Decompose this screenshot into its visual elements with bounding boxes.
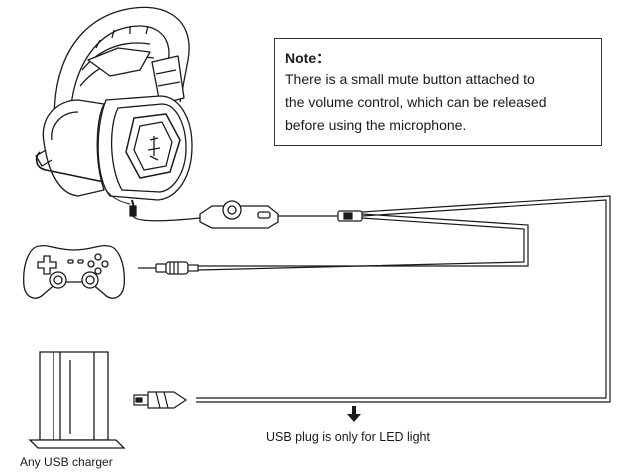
- cable: [132, 195, 611, 403]
- splitter-icon: [337, 210, 363, 222]
- charger-caption: Any USB charger: [20, 455, 113, 469]
- note-line: There is a small mute button attached to: [285, 71, 535, 87]
- audio-jack-plug-icon: [138, 261, 199, 275]
- game-console-icon: [28, 351, 126, 449]
- usb-plug-icon: [133, 391, 188, 409]
- note-title: Note：: [285, 50, 331, 66]
- gamepad-icon: [23, 244, 125, 299]
- note-line: the volume control, which can be release…: [285, 94, 547, 110]
- note-box: Note： There is a small mute button attac…: [274, 38, 602, 146]
- headset-icon: [35, 6, 193, 217]
- volume-control-icon: [199, 200, 279, 229]
- arrow-down-icon: [347, 406, 361, 422]
- note-line: before using the microphone.: [285, 117, 467, 133]
- usb-caption: USB plug is only for LED light: [266, 430, 430, 444]
